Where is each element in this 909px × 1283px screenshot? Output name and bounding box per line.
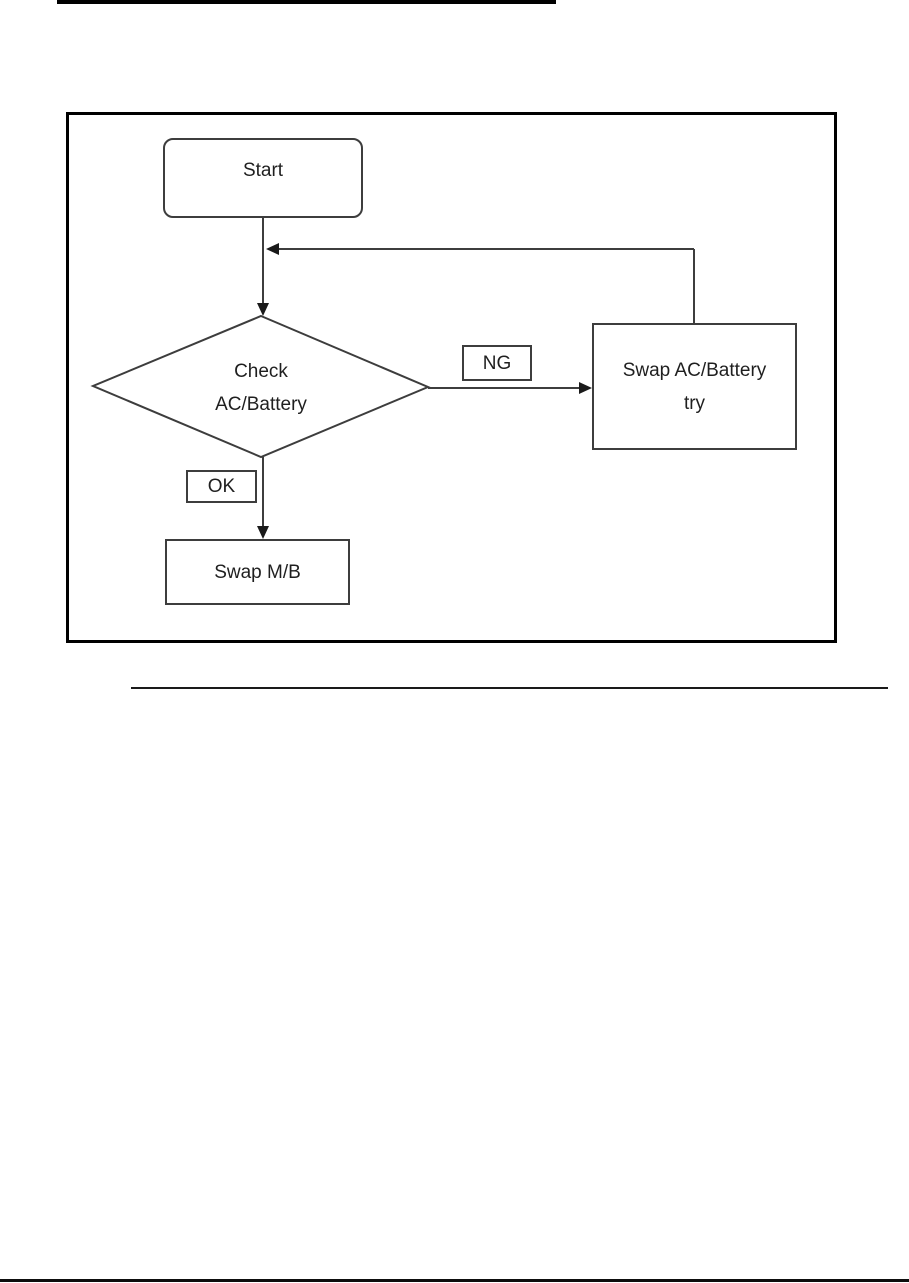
edge-label-ok: OK	[186, 470, 257, 503]
node-swap-mb-label: Swap M/B	[214, 561, 301, 583]
page-bottom-border	[0, 1279, 909, 1282]
node-swap-mb: Swap M/B	[165, 539, 350, 605]
node-swap-ac-battery: Swap AC/Battery try	[592, 323, 797, 450]
decision-label-line2: AC/Battery	[215, 394, 307, 415]
decision-label-line1: Check	[234, 361, 288, 382]
node-swap-ac-line2: try	[683, 392, 706, 414]
node-decision-check-ac-battery: Check AC/Battery	[161, 355, 361, 421]
edge-label-ng-text: NG	[482, 352, 512, 374]
node-swap-ac-line1: Swap AC/Battery	[622, 359, 767, 381]
edge-label-ok-text: OK	[207, 476, 236, 497]
node-start-label: Start	[242, 160, 284, 181]
section-divider	[131, 687, 888, 689]
heading-underline	[57, 0, 556, 4]
edge-label-ng: NG	[462, 345, 532, 381]
node-start: Start	[163, 138, 363, 218]
